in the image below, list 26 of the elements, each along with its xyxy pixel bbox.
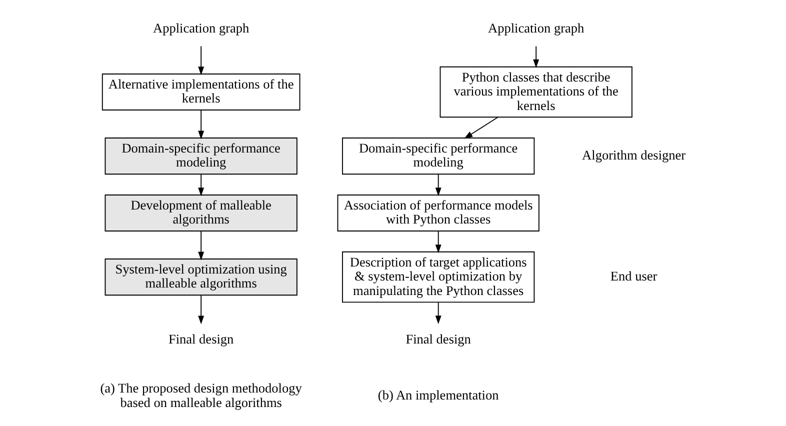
node-box: Domain-specific performance modeling: [342, 138, 534, 175]
node-box: Association of performance models with Python classes: [336, 194, 539, 232]
arrow: [434, 230, 441, 254]
label: (b) An implementation: [377, 388, 498, 403]
node-box: Description of target applications & system-level optimization by manipulating the Python classes: [342, 251, 534, 303]
label: Algorithm designer: [582, 148, 686, 163]
node-box: Development of malleable algorithms: [104, 194, 297, 232]
label: (a) The proposed design methodology based on malleable algorithms: [100, 380, 302, 410]
node-box: Domain-specific performance modeling: [104, 138, 297, 175]
arrow: [532, 46, 539, 68]
arrow: [198, 110, 204, 140]
label: End user: [610, 268, 657, 284]
arrow: [198, 46, 204, 76]
arrow: [198, 230, 204, 260]
arrow: [198, 174, 204, 196]
arrow: [434, 174, 441, 196]
node-text: Final design: [168, 332, 234, 347]
arrow: [198, 294, 204, 324]
arrow: [434, 302, 441, 324]
node-box: Alternative implementations of the kernels: [101, 74, 300, 110]
node-text: Application graph: [488, 20, 584, 36]
node-text: Final design: [405, 332, 470, 347]
arrow: [464, 116, 498, 139]
node-text: Application graph: [152, 20, 249, 36]
node-box: System-level optimization using malleable algorithms: [104, 258, 297, 296]
node-box: Python classes that describe various implementations of the kernels: [439, 66, 632, 118]
